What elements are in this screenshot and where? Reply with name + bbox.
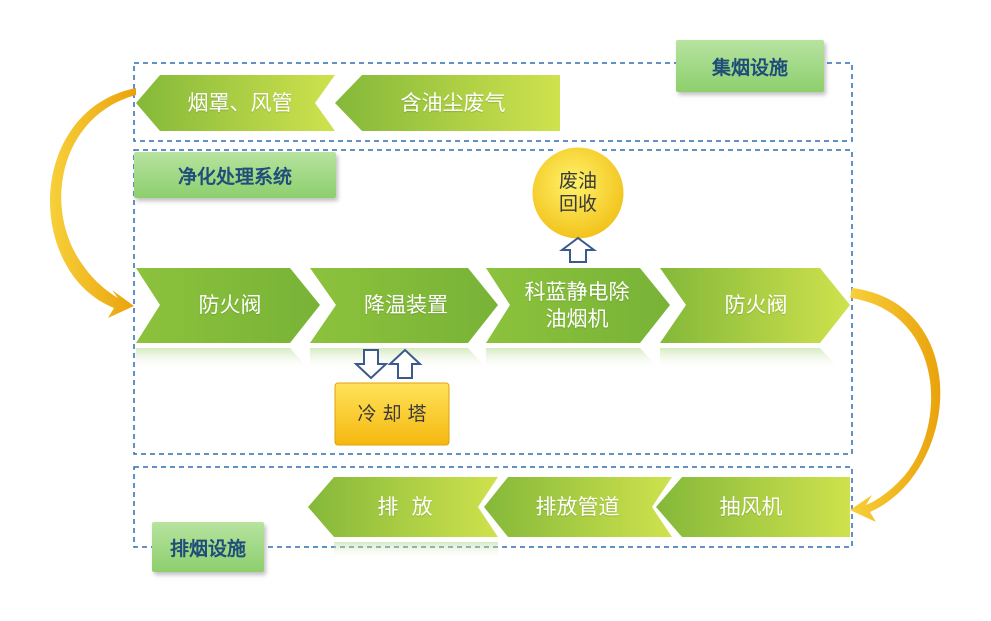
purification-step-2: 降温装置 xyxy=(364,293,448,318)
purification-step-4: 防火阀 xyxy=(724,293,788,318)
reflection-exhaust xyxy=(334,542,498,560)
exhaust-step-3: 抽风机 xyxy=(719,494,783,519)
chevron-purification-3 xyxy=(486,268,670,343)
exhaust-step-2: 排放管道 xyxy=(535,494,620,519)
collection-frame xyxy=(133,62,853,142)
chevron-purification-4 xyxy=(660,268,850,343)
purification-step-1: 防火阀 xyxy=(198,293,262,318)
cooling-tower-label: 冷 却 塔 xyxy=(357,402,427,425)
section-label-purification: 净化处理系统 xyxy=(134,152,336,198)
oil-recovery-label: 废油回收 xyxy=(558,170,597,215)
down-arrow-icon xyxy=(353,349,389,380)
chevron-exhaust-1 xyxy=(308,477,498,537)
right-curve-arrow-icon xyxy=(850,288,941,522)
section-label-exhaust: 排烟设施 xyxy=(152,522,264,572)
reflection-3 xyxy=(486,348,660,370)
collection-step-2: 含油尘废气 xyxy=(400,90,506,115)
left-curve-arrow-icon xyxy=(50,88,136,318)
cooling-tower-box xyxy=(334,382,450,446)
purification-frame xyxy=(133,149,853,455)
reflection-4 xyxy=(660,348,840,370)
section-label-collection: 集烟设施 xyxy=(676,40,824,92)
chevron-exhaust-2 xyxy=(484,477,672,537)
up-arrow-icon xyxy=(559,236,597,263)
exhaust-step-1: 排 放 xyxy=(377,494,433,519)
reflection-1 xyxy=(136,348,310,370)
collection-step-1: 烟罩、风管 xyxy=(187,90,293,115)
chevron-exhaust-3 xyxy=(656,477,850,537)
purification-step-3: 科蓝静电除油烟机 xyxy=(524,280,630,331)
chevron-purification-1 xyxy=(136,268,320,343)
chevron-purification-2 xyxy=(310,268,498,343)
up-arrow-icon xyxy=(387,348,423,379)
chevron-collection-2 xyxy=(335,75,560,131)
chevron-collection-1 xyxy=(136,75,335,131)
